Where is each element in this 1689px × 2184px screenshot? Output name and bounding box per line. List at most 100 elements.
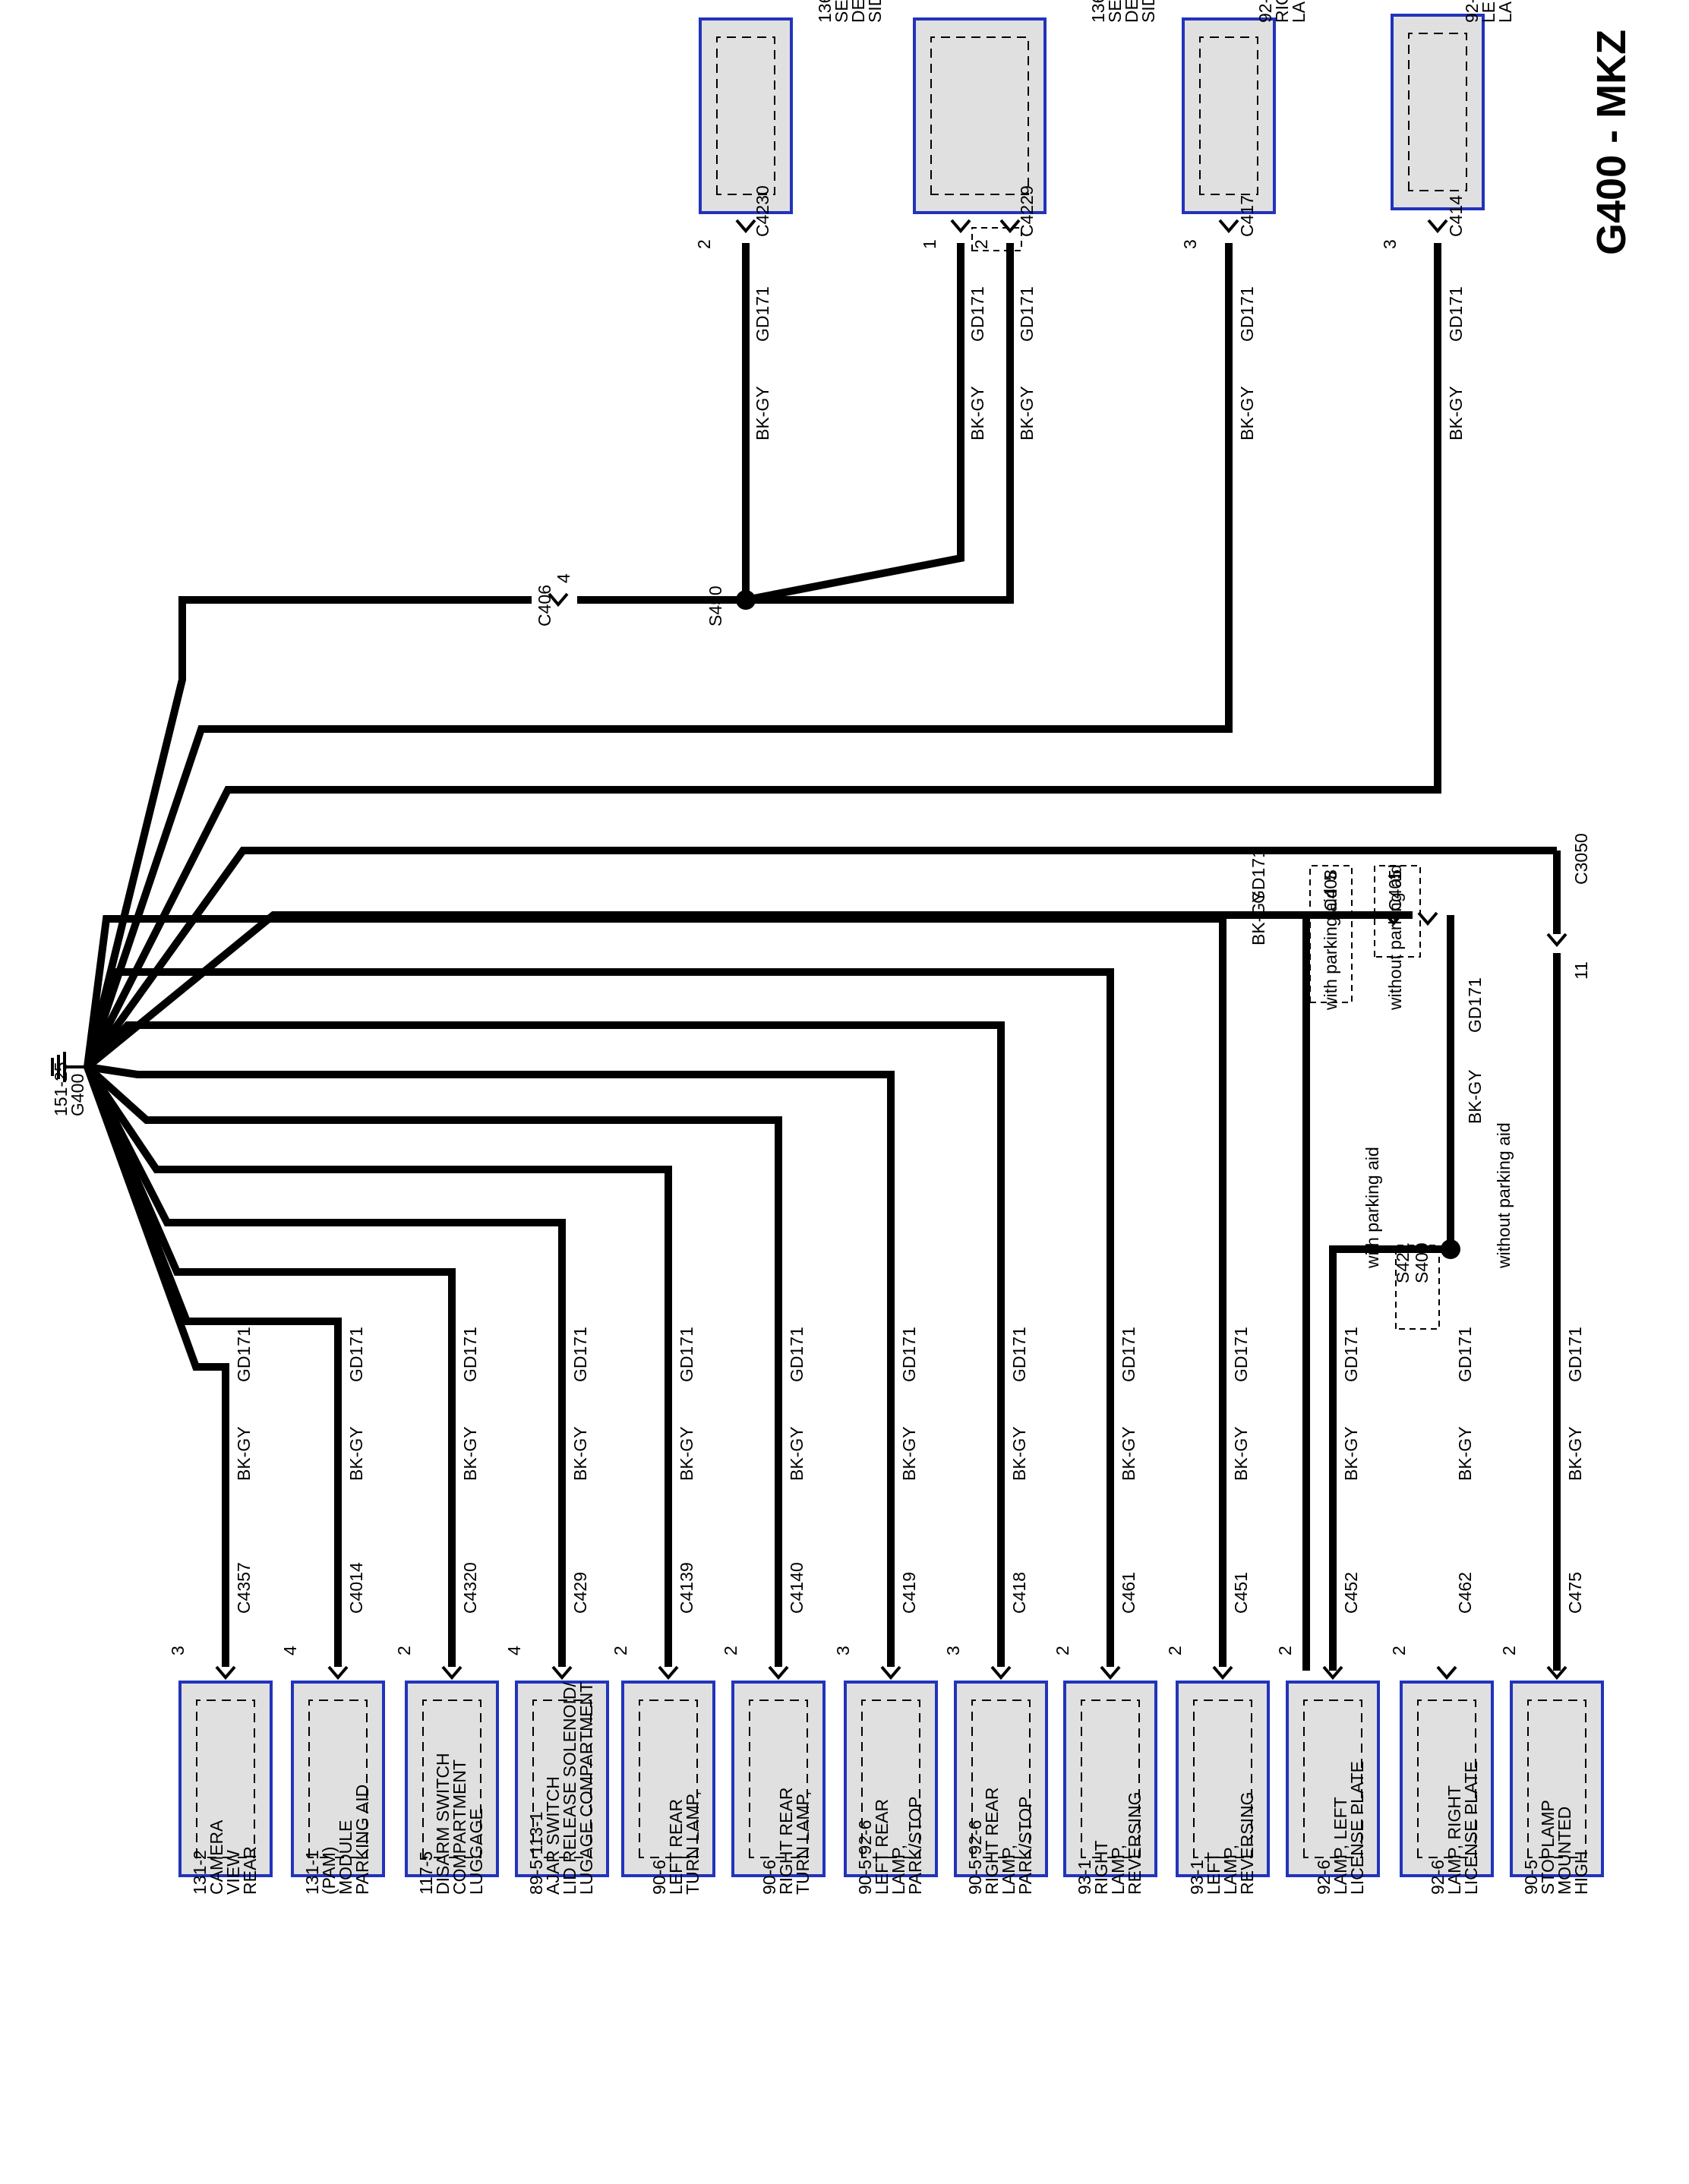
label: LEFT REAR (1479, 0, 1498, 23)
label: LAMP, (999, 1845, 1018, 1895)
label: SENSOR, LEFT REAR (832, 0, 851, 23)
component-reversing-lamp-right (1063, 1681, 1157, 1877)
label: C4140 (787, 1562, 807, 1614)
component-license-plate-lamp-right (1400, 1681, 1494, 1877)
label: GD171 (677, 1327, 696, 1382)
component-turn-lamp-left-rear-inner (639, 1700, 698, 1858)
label: C4229 (1017, 185, 1037, 237)
label: 4 (554, 573, 573, 583)
label: GD171 (1249, 848, 1268, 904)
label: 5 (1321, 871, 1340, 881)
label: LICENSE PLATE (1461, 1761, 1481, 1895)
connector-c4229-box (971, 227, 1022, 251)
label: 1 (1385, 871, 1405, 881)
pin-arrow-top (735, 219, 756, 234)
label: G400 (68, 1074, 87, 1116)
label: 3 (943, 1646, 963, 1655)
label: LUGAGE COMPARTMENT (576, 1682, 596, 1895)
pin-arrow-luggage-compartment-lid-release (551, 1665, 573, 1681)
label: PARKING AID (352, 1785, 372, 1895)
component-parking-aid-module (291, 1681, 385, 1877)
diagram-title: G400 - MKZ (1589, 30, 1634, 255)
label: 1 (920, 239, 939, 249)
label: GD171 (1455, 1327, 1475, 1382)
label: 3 (1180, 239, 1200, 249)
label: C414 (1446, 195, 1466, 237)
diagram-content: G400 - MKZ LAMP ASSEMBLY,LEFT REAR92-6LA… (51, 0, 1634, 1895)
pin-arrow-license-plate-lamp-left (1322, 1665, 1343, 1681)
label: GD171 (570, 1327, 590, 1382)
label: BK-GY (1249, 891, 1268, 945)
label: GD171 (1009, 1327, 1029, 1382)
label: C405 (1385, 869, 1405, 911)
label: LEFT REAR (872, 1799, 892, 1895)
wire-c4229-pin2 (746, 243, 1014, 604)
label: C4139 (677, 1562, 696, 1614)
pin-arrow-c405 (1383, 911, 1404, 926)
label: BK-GY (1455, 1426, 1475, 1481)
component-luggage-compartment-disarm-switch (405, 1681, 499, 1877)
label: 2 (1053, 1646, 1072, 1655)
label: BK-GY (1465, 1069, 1485, 1124)
label: 131-1 (302, 1850, 322, 1895)
label: 93-1 (1187, 1860, 1207, 1895)
component-park-stop-lamp-right-rear (954, 1681, 1048, 1877)
label: SIDE OBSTACLE (865, 0, 885, 23)
component-lamp-left-rear (1391, 14, 1485, 210)
label: 2 (1499, 1646, 1519, 1655)
label: GD171 (968, 286, 987, 342)
wire-c4320 (84, 1065, 456, 1667)
label: 2 (694, 239, 714, 249)
component-lamp-right-rear (1182, 17, 1276, 214)
label: S421 (1393, 1242, 1413, 1283)
label: LAMP, RIGHT (1444, 1785, 1464, 1895)
wire-c4139 (84, 1065, 672, 1667)
label: DETECTION (SOD) (1122, 0, 1141, 23)
label: GD171 (1017, 286, 1037, 342)
label: BK-GY (677, 1426, 696, 1481)
pin-arrow-top (999, 219, 1021, 234)
component-sod-left-rear (699, 17, 793, 214)
label: BK-GY (1341, 1426, 1361, 1481)
label: BK-GY (1237, 386, 1257, 440)
label: LAMP, (889, 1845, 908, 1895)
component-lamp-left-rear-inner (1408, 33, 1467, 191)
wire-parking-aid-ground (84, 911, 1413, 1070)
label: C475 (1565, 1572, 1585, 1614)
label: GD171 (899, 1327, 919, 1382)
wire-c417 (84, 243, 1233, 1068)
label: with parking aid (1321, 888, 1340, 1011)
label: LID RELEASE SOLENOID/ (560, 1681, 579, 1895)
pin-arrow-parking-aid-module (327, 1665, 349, 1681)
splice-s450 (736, 590, 756, 610)
label: RIGHT REAR (1272, 0, 1292, 23)
component-turn-lamp-right-rear (731, 1681, 826, 1877)
wire-c419 (87, 1063, 895, 1667)
label: LAMP, LEFT (1331, 1797, 1350, 1895)
label: RIGHT (1091, 1840, 1111, 1895)
pin-arrow-c3050 (1546, 933, 1567, 948)
wire-c4140 (84, 1064, 782, 1667)
label: BK-GY (1446, 386, 1466, 440)
label: 3 (1380, 239, 1400, 249)
label: 4 (280, 1646, 300, 1655)
label: C429 (570, 1572, 590, 1614)
label: GD171 (1237, 286, 1257, 342)
wire-c461 (84, 968, 1114, 1667)
wire-c406-ground (84, 596, 532, 1068)
pin-arrow-high-mounted-stoplamp (1546, 1665, 1567, 1681)
wires (84, 243, 1561, 1671)
connector-c405-box (1374, 865, 1421, 958)
component-luggage-compartment-lid-release (515, 1681, 609, 1877)
label: GD171 (1565, 1327, 1585, 1382)
label: BK-GY (968, 386, 987, 440)
label: BK-GY (460, 1426, 480, 1481)
label: SENSOR, RIGHT REAR (1105, 0, 1125, 23)
label: LUGGAGE (466, 1808, 486, 1895)
label: REVERSING (1125, 1792, 1144, 1895)
label: C452 (1341, 1572, 1361, 1614)
label: BK-GY (570, 1426, 590, 1481)
label: C4014 (346, 1562, 366, 1614)
label: 131-2 (190, 1850, 210, 1895)
label: 90-5 92-6 (855, 1820, 875, 1895)
